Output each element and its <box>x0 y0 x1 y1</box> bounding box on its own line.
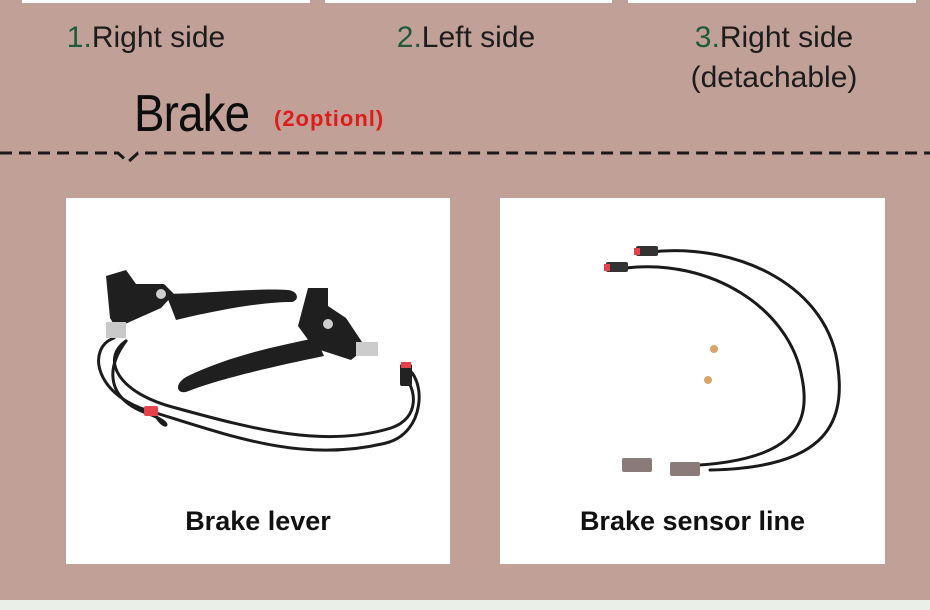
lever-right <box>106 270 297 338</box>
dashed-divider <box>0 151 930 165</box>
option-label: Right side <box>719 21 854 54</box>
brake-sensor-image <box>604 246 841 476</box>
brake-sensor-label: Brake sensor line <box>579 506 806 536</box>
brake-sensor-card: Brake sensor line <box>500 198 885 564</box>
section-title: Brake <box>134 85 250 143</box>
option-number: 1. <box>66 21 92 54</box>
connector-red <box>144 406 158 416</box>
section-subtitle: (2optionl) <box>274 106 385 131</box>
magnet <box>704 376 712 384</box>
option-right-side-detachable: 3.Right side (detachable) <box>644 18 904 98</box>
option-number: 2. <box>396 21 422 54</box>
brake-lever-label: Brake lever <box>185 506 331 536</box>
brake-lever-image <box>97 270 421 452</box>
top-strip-3 <box>628 0 916 3</box>
lever-left <box>178 288 378 393</box>
option-right-side: 1.Right side <box>16 18 276 58</box>
option-left-side: 2.Left side <box>336 18 596 58</box>
option-label-line2: (detachable) <box>690 61 858 94</box>
top-strip-2 <box>325 0 612 3</box>
top-strip-1 <box>22 0 310 3</box>
option-number: 3. <box>694 21 720 54</box>
sensor-head <box>622 458 652 472</box>
brake-lever-card: Brake lever <box>66 198 450 564</box>
magnet <box>710 345 718 353</box>
connector <box>606 262 628 272</box>
sensor-head <box>670 462 700 476</box>
option-label: Left side <box>421 21 536 54</box>
option-label: Right side <box>91 21 226 54</box>
bottom-band <box>0 600 930 610</box>
